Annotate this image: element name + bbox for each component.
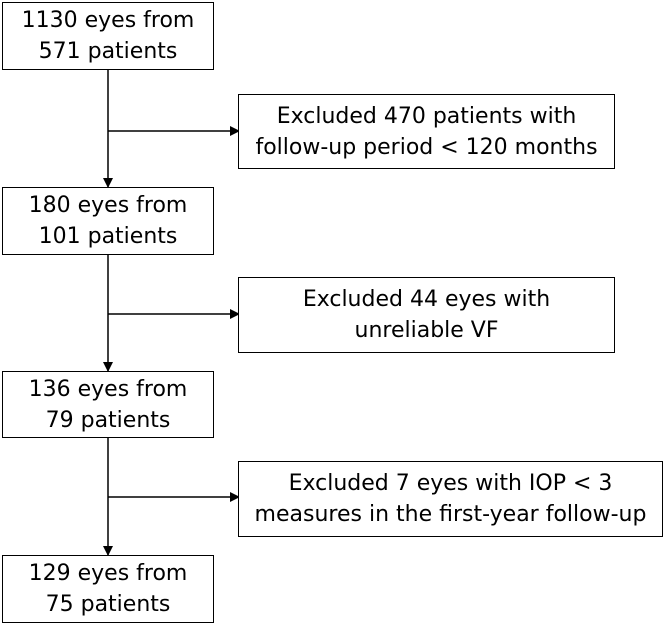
step-box-2: 180 eyes from 101 patients — [2, 187, 214, 255]
exclusion-1-line2: follow-up period < 120 months — [255, 134, 598, 160]
step-1-line1: 1130 eyes from — [21, 8, 195, 33]
step-2-line2: 101 patients — [38, 224, 178, 249]
exclusion-2-line1: Excluded 44 eyes with — [302, 287, 551, 312]
exclusion-2-line2: unreliable VF — [354, 318, 499, 343]
step-box-4: 129 eyes from 75 patients — [2, 555, 214, 623]
step-2-line1: 180 eyes from — [28, 193, 188, 218]
step-4-line1: 129 eyes from — [28, 561, 188, 586]
step-box-3: 136 eyes from 79 patients — [2, 371, 214, 438]
exclusion-3-line1: Excluded 7 eyes with IOP < 3 — [288, 471, 613, 496]
exclusion-box-1: Excluded 470 patients with follow-up per… — [238, 94, 615, 169]
step-4-line2: 75 patients — [45, 592, 171, 617]
exclusion-box-3: Excluded 7 eyes with IOP < 3 measures in… — [238, 461, 663, 537]
exclusion-box-2: Excluded 44 eyes with unreliable VF — [238, 277, 615, 353]
step-3-line1: 136 eyes from — [28, 376, 188, 402]
step-3-line2: 79 patients — [45, 407, 171, 433]
exclusion-1-line1: Excluded 470 patients with — [276, 103, 577, 129]
step-1-line2: 571 patients — [38, 39, 178, 64]
step-box-1: 1130 eyes from 571 patients — [2, 2, 214, 70]
exclusion-3-line2: measures in the first-year follow-up — [254, 502, 647, 527]
